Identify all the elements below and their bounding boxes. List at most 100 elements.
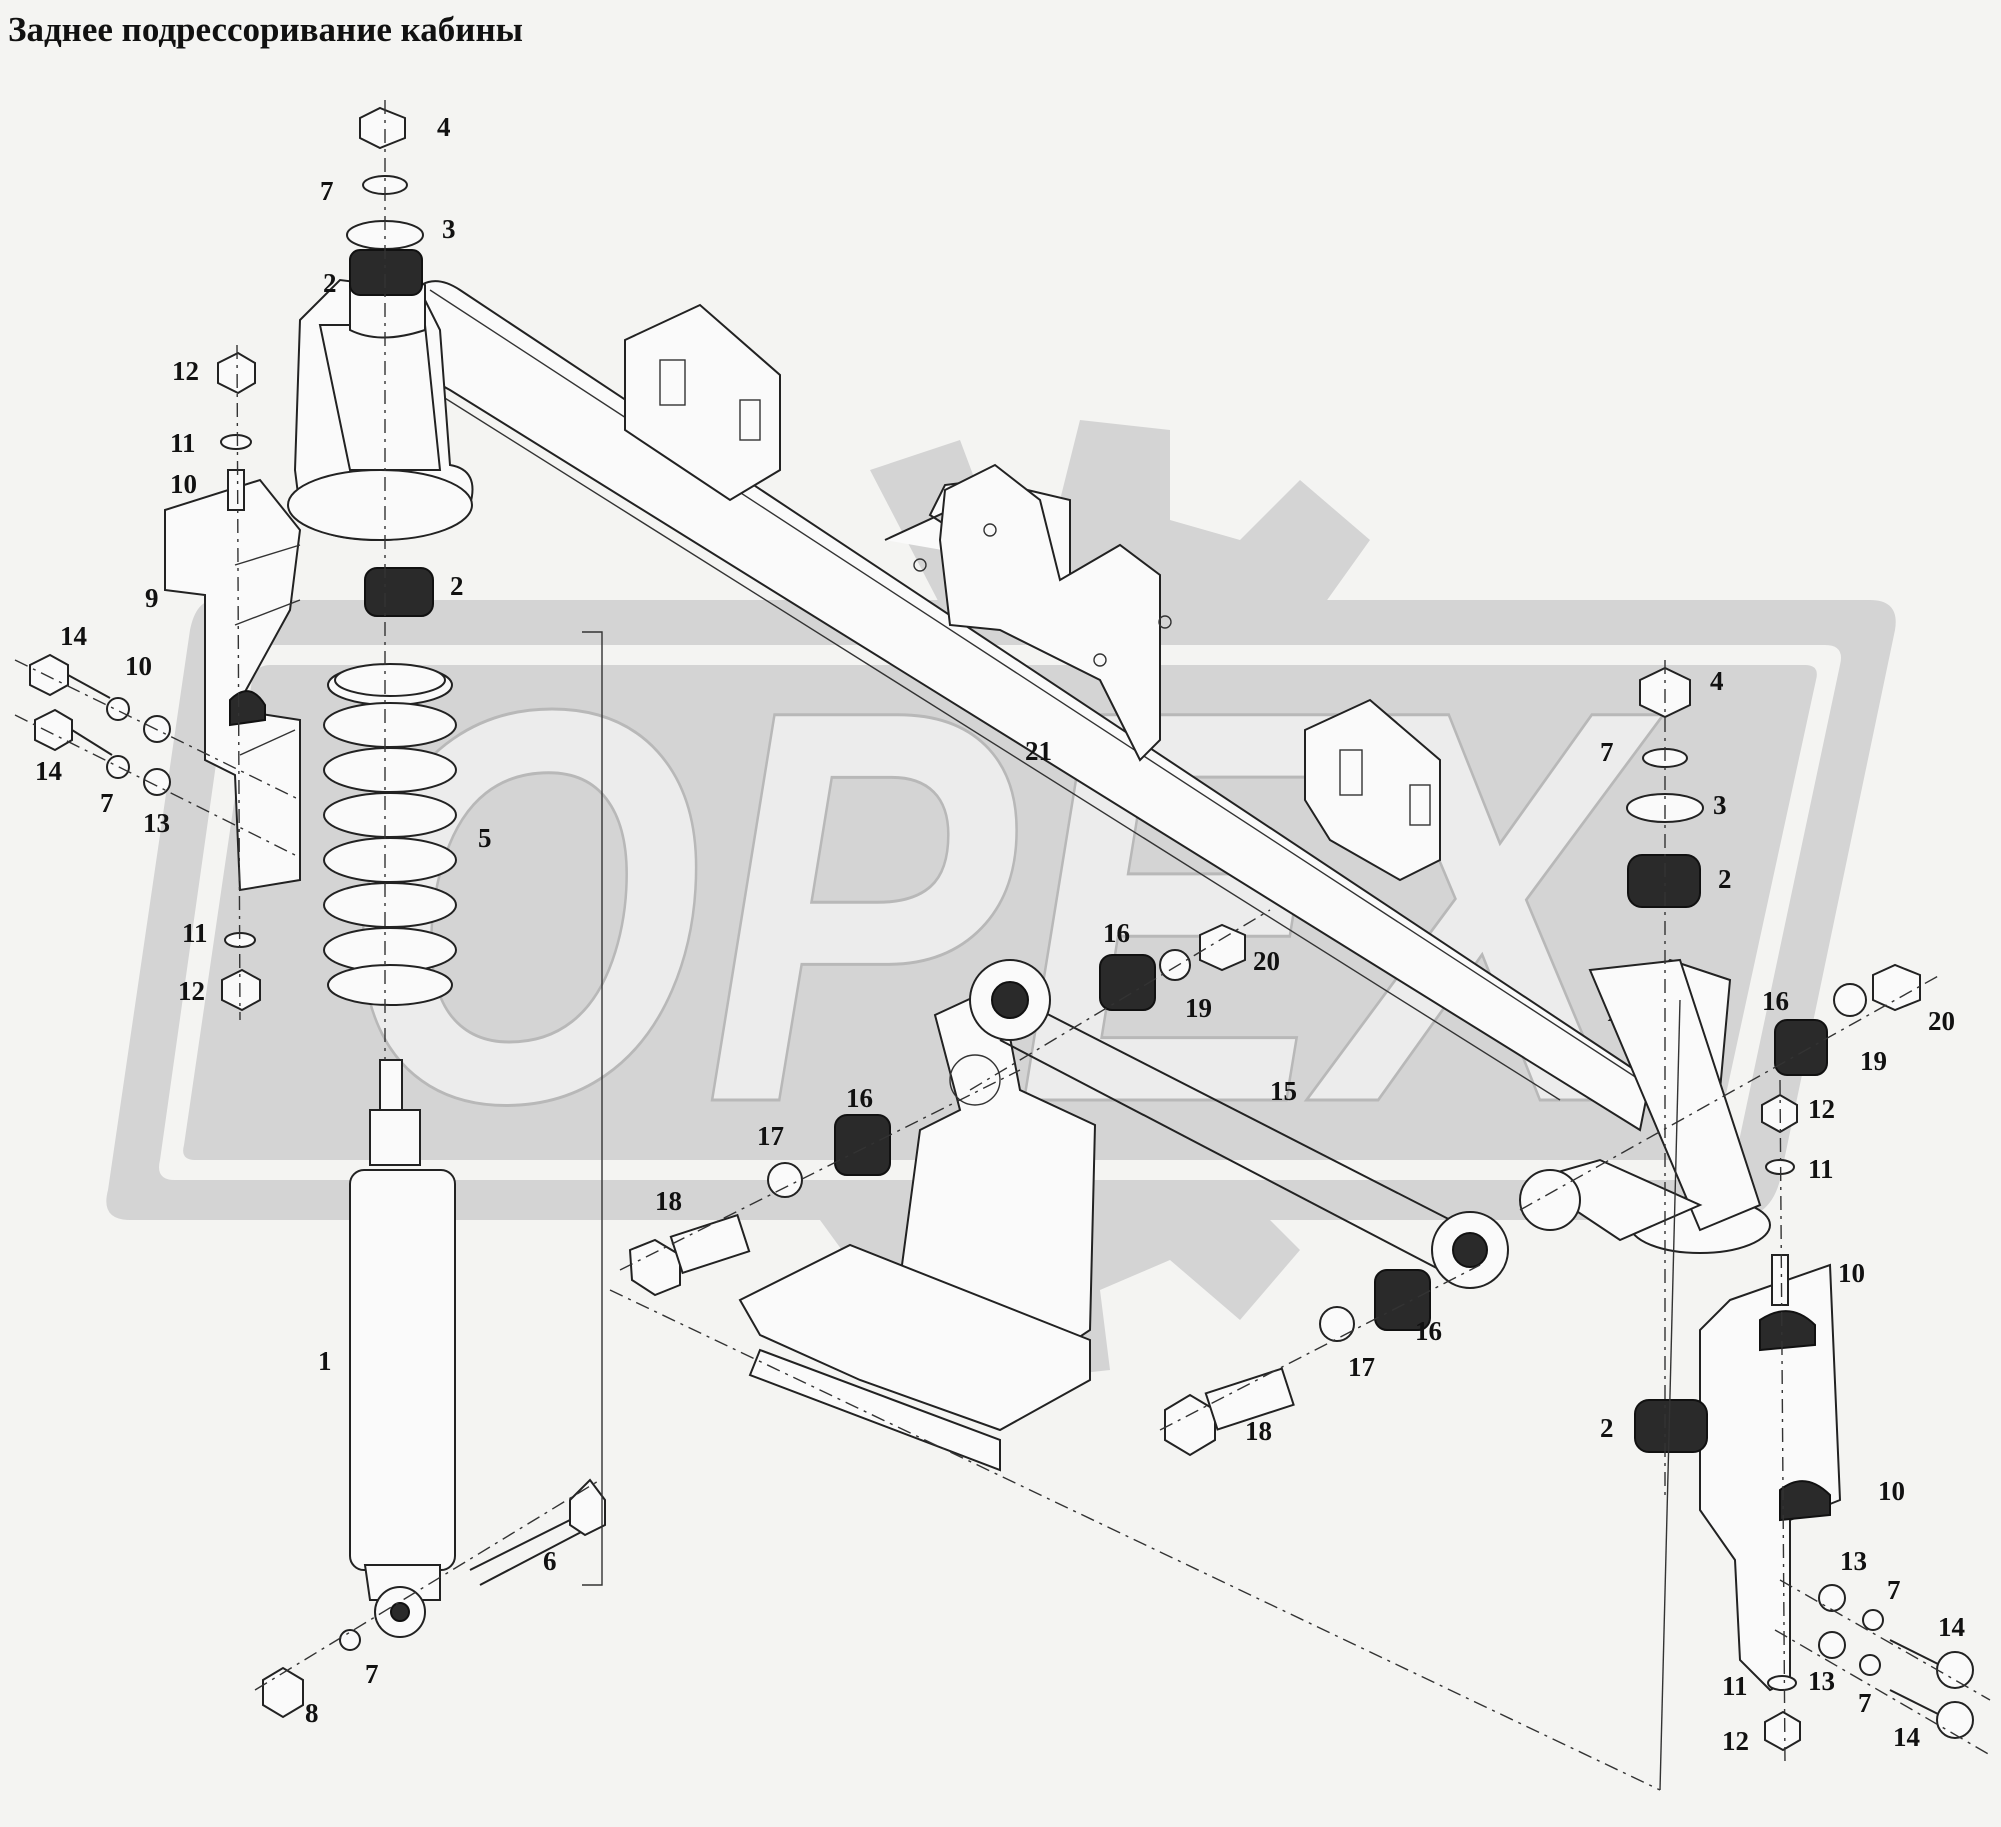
callout-7: 7 xyxy=(365,1659,379,1689)
center-bracket xyxy=(738,983,1097,1472)
callout-8: 8 xyxy=(305,1698,319,1728)
bushing-16-d xyxy=(1374,1269,1431,1331)
callout-12: 12 xyxy=(1808,1094,1835,1124)
callout-2: 2 xyxy=(323,268,337,298)
callout-13: 13 xyxy=(143,808,170,838)
stud-10-right xyxy=(1771,1254,1789,1306)
callout-18: 18 xyxy=(1245,1416,1272,1446)
bushing-16-c xyxy=(834,1114,891,1176)
callout-7: 7 xyxy=(1887,1575,1901,1605)
nut-12-right xyxy=(1761,1093,1798,1134)
washer-13-right-2 xyxy=(1818,1631,1846,1659)
callout-14: 14 xyxy=(1893,1722,1920,1752)
callout-14: 14 xyxy=(60,621,87,651)
callout-11: 11 xyxy=(1722,1671,1748,1701)
bushing-2-mid xyxy=(364,567,434,617)
callout-7: 7 xyxy=(1858,1688,1872,1718)
page-title: Заднее подрессоривание кабины xyxy=(8,10,523,49)
callout-7: 7 xyxy=(320,176,334,206)
nut-8 xyxy=(262,1666,304,1719)
callout-13: 13 xyxy=(1808,1666,1835,1696)
washer-7-left xyxy=(106,697,130,721)
callout-1: 1 xyxy=(318,1346,332,1376)
bushing-16-b xyxy=(1774,1019,1828,1076)
bolt-18-left xyxy=(628,1213,751,1297)
nut-4-left xyxy=(359,106,406,150)
callout-20: 20 xyxy=(1253,946,1280,976)
callout-16: 16 xyxy=(1415,1316,1442,1346)
callout-19: 19 xyxy=(1860,1046,1887,1076)
stud-10-top xyxy=(227,469,245,511)
callout-10: 10 xyxy=(125,651,152,681)
callout-6: 6 xyxy=(543,1546,557,1576)
nut-12-lower-right xyxy=(1764,1710,1801,1752)
washer-19-a xyxy=(1159,949,1191,981)
washer-7-left2 xyxy=(106,755,130,779)
washer-17-b xyxy=(1319,1306,1355,1342)
right-bracket xyxy=(1519,958,1842,1692)
bushing-2-right xyxy=(1627,854,1701,908)
link-rod-15 xyxy=(969,959,1509,1289)
callout-17: 17 xyxy=(1348,1352,1375,1382)
callout-10: 10 xyxy=(1878,1476,1905,1506)
callout-5: 5 xyxy=(478,823,492,853)
callout-16: 16 xyxy=(1762,986,1789,1016)
watermark: OPEX xyxy=(106,420,1896,1380)
callout-11: 11 xyxy=(182,918,208,948)
callout-21: 21 xyxy=(1025,736,1052,766)
washer-11-lower-right xyxy=(1767,1675,1797,1691)
callout-11: 11 xyxy=(1808,1154,1834,1184)
bushing-2-lower-right xyxy=(1634,1399,1708,1453)
washer-7-right-1 xyxy=(1862,1609,1884,1631)
callout-11: 11 xyxy=(170,428,196,458)
callout-3: 3 xyxy=(442,214,456,244)
callout-3: 3 xyxy=(1713,790,1727,820)
bolt-6 xyxy=(469,1478,606,1586)
nut-12-top xyxy=(217,351,256,395)
watermark-text: OPEX xyxy=(340,593,1664,1219)
callout-2: 2 xyxy=(450,571,464,601)
bushing-2-top xyxy=(349,249,423,296)
nut-20-a xyxy=(1199,923,1246,972)
washer-17-a xyxy=(767,1162,803,1198)
callout-12: 12 xyxy=(1722,1726,1749,1756)
callout-19: 19 xyxy=(1185,993,1212,1023)
callout-4: 4 xyxy=(1710,666,1724,696)
spring-5 xyxy=(323,663,457,1006)
bushing-16-a xyxy=(1099,954,1156,1011)
callout-16: 16 xyxy=(1103,918,1130,948)
callout-15: 15 xyxy=(1270,1076,1297,1106)
nut-20-b xyxy=(1872,963,1921,1012)
callout-14: 14 xyxy=(35,756,62,786)
washer-19-b xyxy=(1833,983,1867,1017)
callout-16: 16 xyxy=(846,1083,873,1113)
callout-18: 18 xyxy=(655,1186,682,1216)
group-bracket xyxy=(582,631,603,1586)
callout-7: 7 xyxy=(1600,737,1614,767)
washer-11-top xyxy=(220,434,252,450)
callout-labels: 1 2 2 2 2 3 3 4 4 5 6 7 7 7 7 7 7 8 9 10… xyxy=(35,112,1965,1756)
callout-12: 12 xyxy=(172,356,199,386)
shock-absorber-1 xyxy=(349,1059,456,1638)
nut-12-bottom xyxy=(221,968,261,1012)
callout-14: 14 xyxy=(1938,1612,1965,1642)
callout-17: 17 xyxy=(757,1121,784,1151)
washer-13-right-1 xyxy=(1818,1584,1846,1612)
callout-20: 20 xyxy=(1928,1006,1955,1036)
callout-4: 4 xyxy=(437,112,451,142)
callout-10: 10 xyxy=(170,469,197,499)
callout-2: 2 xyxy=(1600,1413,1614,1443)
washer-7-bottom xyxy=(339,1629,361,1651)
bolt-18-right xyxy=(1164,1367,1295,1457)
bolts-14-left xyxy=(29,653,113,756)
axis-lines xyxy=(14,100,1991,1791)
washer-7-right-2 xyxy=(1859,1654,1881,1676)
callout-13: 13 xyxy=(1840,1546,1867,1576)
callout-7: 7 xyxy=(100,788,114,818)
callout-12: 12 xyxy=(178,976,205,1006)
cross-beam-21 xyxy=(409,280,1652,1132)
callout-10: 10 xyxy=(1838,1258,1865,1288)
bolts-14-right xyxy=(1889,1639,1974,1739)
callout-2: 2 xyxy=(1718,864,1732,894)
